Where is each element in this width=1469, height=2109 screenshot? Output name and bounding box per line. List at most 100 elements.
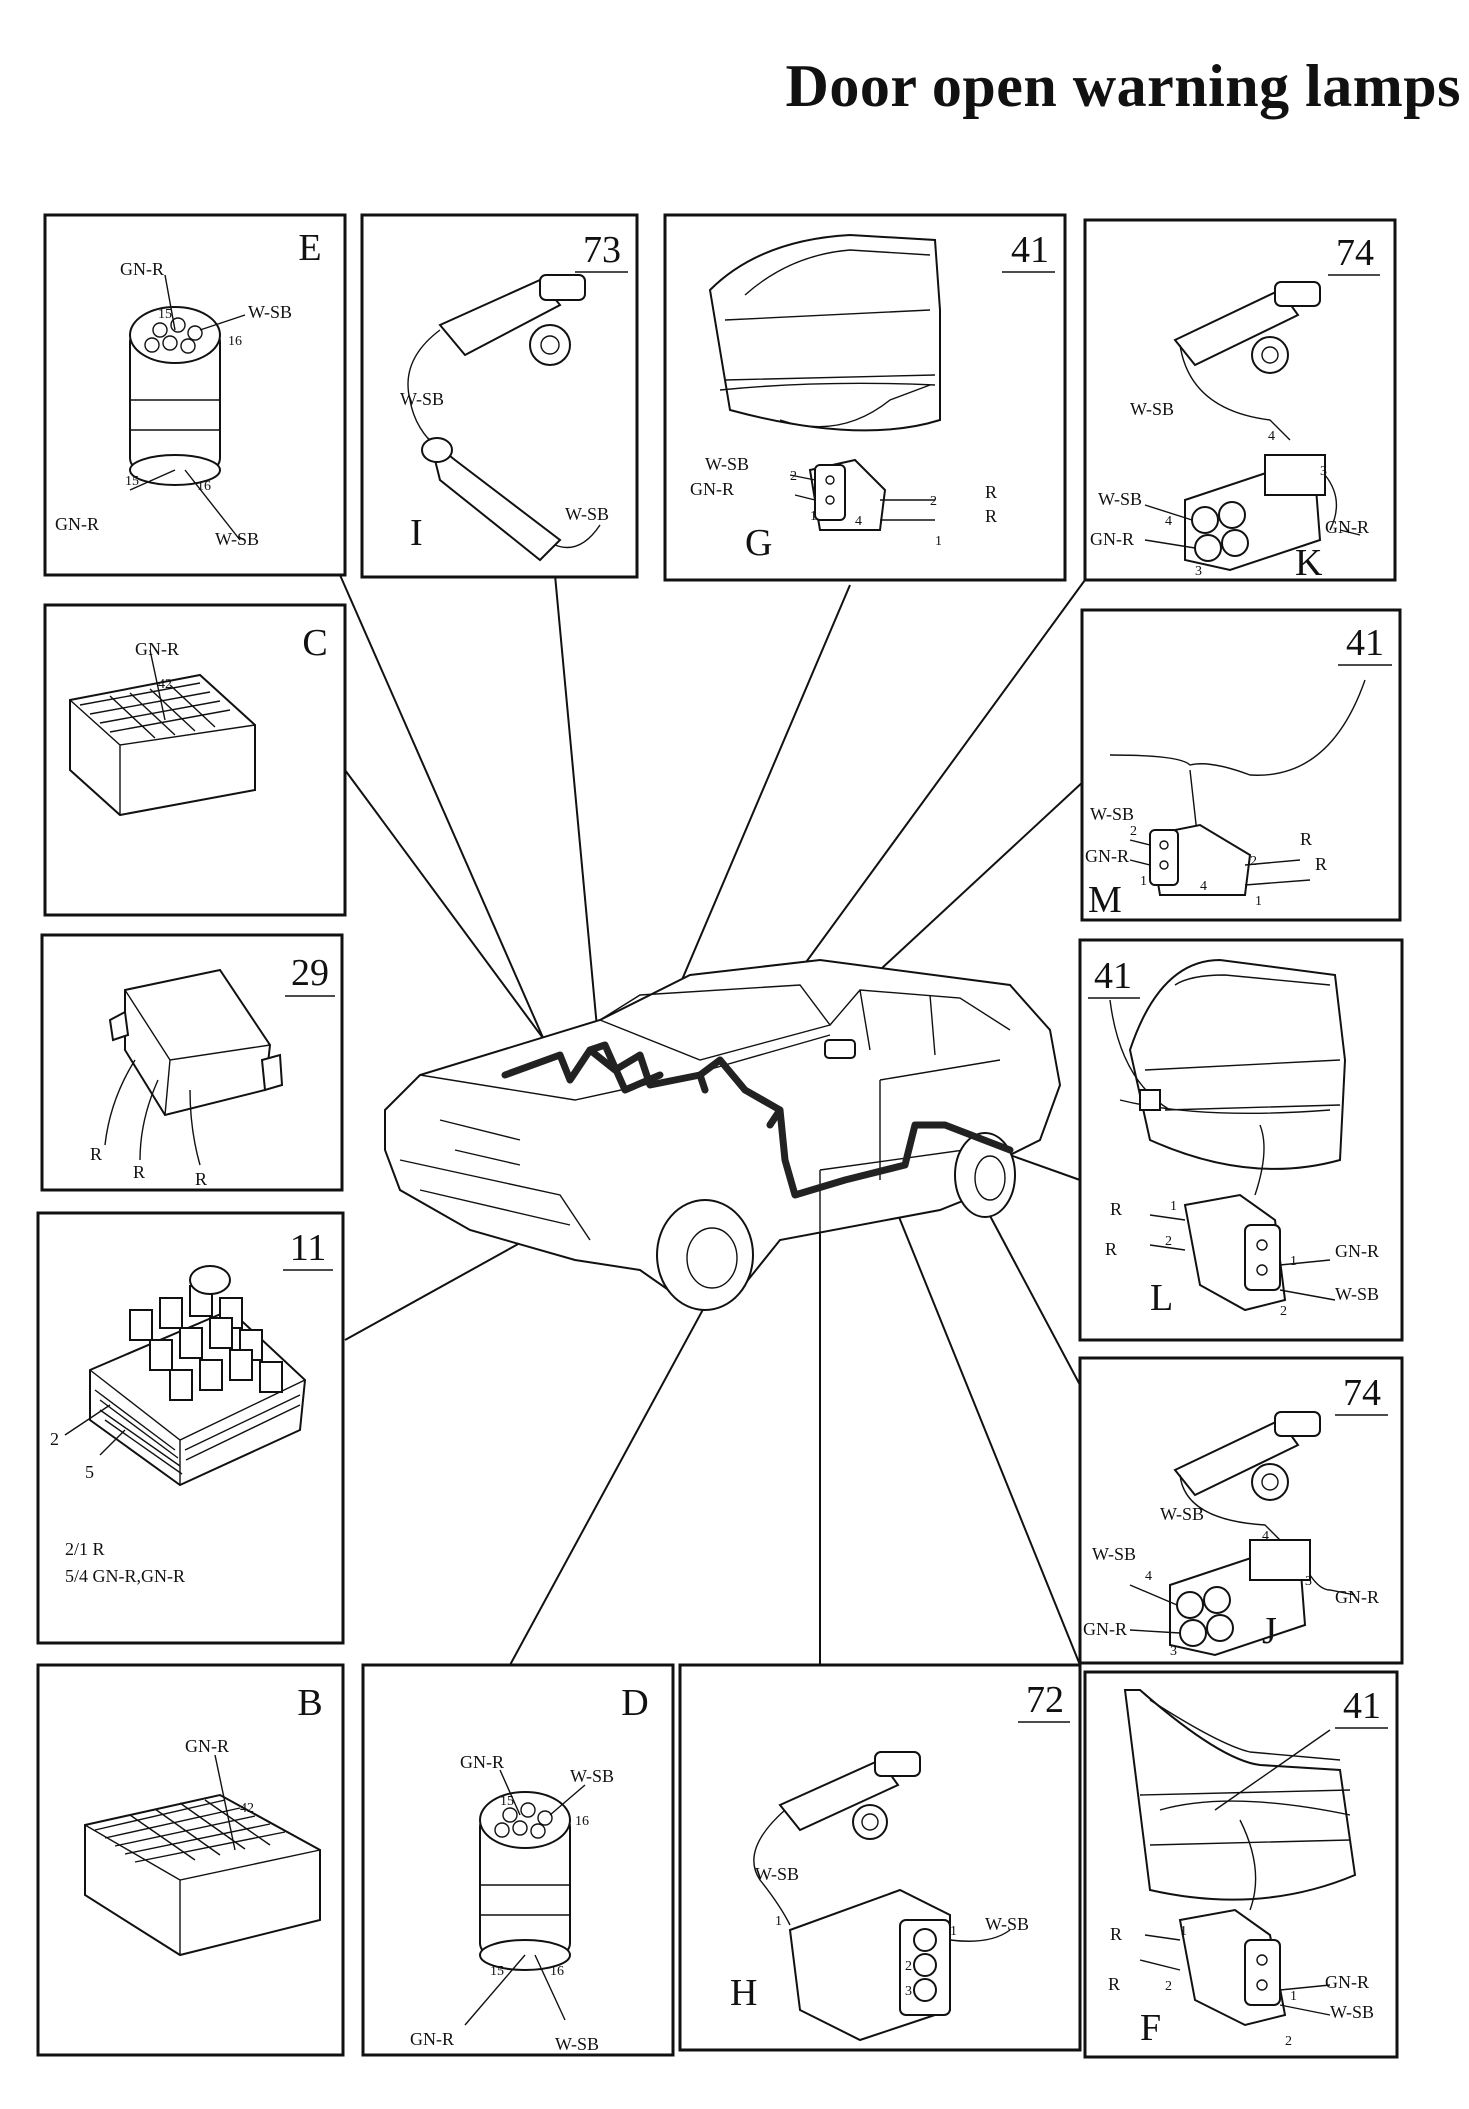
panel-b: B GN-R 42 [36,1663,345,2057]
wire-label: R [1110,1199,1122,1219]
panel-b-letter: B [297,1682,322,1724]
wire-label: W-SB [1130,399,1174,419]
pin-number: 2 [1280,1304,1287,1319]
leader-lines [339,574,1086,1666]
wire-label: GN-R [1325,517,1369,537]
wire-label: W-SB [1330,2002,1374,2022]
panel-d: D GN-R W-SB GN-R W-SB 15 16 15 16 [361,1663,675,2057]
pin-number: 4 [1165,514,1172,529]
wire-label: W-SB [570,1766,614,1786]
pin-number: 3 [1170,1644,1177,1659]
pin-number: 4 [1268,429,1275,444]
pin-number: 1 [810,509,817,524]
pin-number: 3 [905,1984,912,1999]
panel-73: 73 I W-SB W-SB [360,213,639,579]
pin-number: 2 [930,494,937,509]
pin-number: 1 [1255,894,1262,909]
panel-l-number: 41 [1094,955,1132,997]
pin-number: 1 [1140,874,1147,889]
wire-label: W-SB [400,389,444,409]
wire-label: W-SB [1098,489,1142,509]
pin-number: 3 [1195,564,1202,579]
pin-number: 1 [950,1924,957,1939]
pin-number: 42 [158,677,172,692]
panel-11-number: 11 [290,1227,327,1269]
pin-number: 15 [500,1794,514,1809]
wire-label: GN-R [1335,1241,1379,1261]
pin-number: 1 [935,534,942,549]
panel-m-number: 41 [1346,622,1384,664]
wire-label: GN-R [1083,1619,1127,1639]
wire-label: GN-R [1325,1972,1369,1992]
wire-label: W-SB [248,302,292,322]
wire-label: R [1300,829,1312,849]
panel-11: 11 2 5 2/1 R 5/4 GN-R,GN-R [36,1211,345,1645]
pin-number: 16 [197,479,211,494]
wire-label: GN-R [460,1752,504,1772]
pin-number: 15 [158,307,172,322]
panel-m-41: 41 W-SB GN-R R R 2 1 2 1 4 M [1080,608,1402,922]
pin-number: 16 [228,334,242,349]
panel-k-number: 74 [1336,232,1374,274]
pin-number: 3 [1305,1574,1312,1589]
panel-f-number: 41 [1343,1685,1381,1727]
wire-label: GN-R [690,479,734,499]
pin-number: 4 [1145,1569,1152,1584]
note-text: 2/1 R [65,1539,105,1559]
wire-label: W-SB [1092,1544,1136,1564]
wire-label: W-SB [215,529,259,549]
panel-j-74: 74 W-SB W-SB GN-R GN-R 4 4 3 3 J [1078,1356,1404,1665]
panel-g-number: 41 [1011,229,1049,271]
pin-number: 16 [550,1964,564,1979]
pin-number: 5 [85,1462,94,1482]
wire-label: GN-R [1090,529,1134,549]
panel-g-letter: G [745,522,772,564]
note-text: 5/4 GN-R,GN-R [65,1566,185,1586]
wire-label: R [985,506,997,526]
panel-73-letter: I [410,512,423,554]
panel-g-41: 41 W-SB GN-R R R 2 1 2 1 4 G [663,213,1067,582]
pin-number: 15 [125,474,139,489]
wire-label: W-SB [1160,1504,1204,1524]
pin-number: 1 [1170,1199,1177,1214]
wire-label: W-SB [1090,804,1134,824]
pin-number: 16 [575,1814,589,1829]
panel-e-letter: E [298,227,321,269]
wire-label: W-SB [705,454,749,474]
wire-label: W-SB [755,1864,799,1884]
wire-label: W-SB [985,1914,1029,1934]
pin-number: 2 [905,1959,912,1974]
pin-number: 3 [1320,464,1327,479]
wire-label: GN-R [1085,846,1129,866]
pin-number: 2 [1165,1979,1172,1994]
panel-l-letter: L [1150,1277,1173,1319]
panel-j-number: 74 [1343,1372,1381,1414]
wire-label: R [90,1144,102,1164]
wire-label: R [1108,1974,1120,1994]
panel-k-74: 74 W-SB W-SB GN-R GN-R 4 4 3 3 K [1083,218,1397,584]
pin-number: 1 [1180,1924,1187,1939]
wire-label: GN-R [1335,1587,1379,1607]
wire-label: GN-R [55,514,99,534]
panel-73-number: 73 [583,229,621,271]
panel-c: C GN-R 42 [43,603,347,917]
panel-29-number: 29 [291,952,329,994]
pin-number: 4 [1262,1529,1269,1544]
panel-h-number: 72 [1026,1679,1064,1721]
panel-h-72: 72 W-SB W-SB 1 1 2 3 H [678,1663,1082,2052]
wire-label: R [985,482,997,502]
pin-number: 1 [1290,1254,1297,1269]
panel-f-letter: F [1140,2007,1161,2049]
pin-number: 4 [1200,879,1207,894]
pin-number: 1 [775,1914,782,1929]
wire-label: W-SB [1335,1284,1379,1304]
panel-c-letter: C [302,622,327,664]
pin-number: 2 [1130,824,1137,839]
wire-label: R [1110,1924,1122,1944]
wire-label: GN-R [185,1736,229,1756]
wire-label: GN-R [410,2029,454,2049]
panel-29: 29 R R R [40,933,344,1192]
pin-number: 2 [1250,854,1257,869]
wire-label: W-SB [565,504,609,524]
